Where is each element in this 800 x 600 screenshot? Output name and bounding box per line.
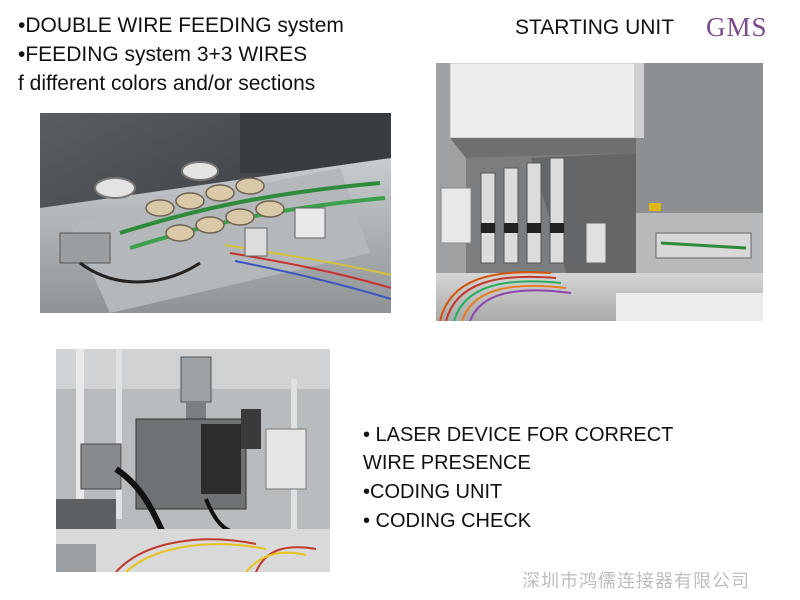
feeding-system-photo bbox=[40, 113, 391, 313]
feeding-bullet-2: •FEEDING system 3+3 WIRES bbox=[18, 43, 308, 66]
coding-unit-photo bbox=[56, 349, 330, 572]
company-watermark: 深圳市鸿儒连接器有限公司 bbox=[522, 571, 750, 592]
laser-bullet-2: WIRE PRESENCE bbox=[363, 452, 531, 474]
feeding-bullet-1: •DOUBLE WIRE FEEDING system bbox=[18, 14, 344, 37]
starting-unit-illustration bbox=[436, 63, 763, 321]
laser-bullet-1: • LASER DEVICE FOR CORRECT bbox=[363, 424, 674, 446]
gms-logo: GMS bbox=[706, 12, 768, 42]
feeding-bullet-3: f different colors and/or sections bbox=[18, 72, 316, 95]
feeding-system-illustration bbox=[40, 113, 391, 313]
starting-unit-title: STARTING UNIT bbox=[515, 16, 675, 39]
starting-unit-photo bbox=[436, 63, 763, 321]
coding-unit-bullet: •CODING UNIT bbox=[363, 481, 503, 503]
coding-check-bullet: • CODING CHECK bbox=[363, 510, 532, 532]
coding-unit-illustration bbox=[56, 349, 330, 572]
